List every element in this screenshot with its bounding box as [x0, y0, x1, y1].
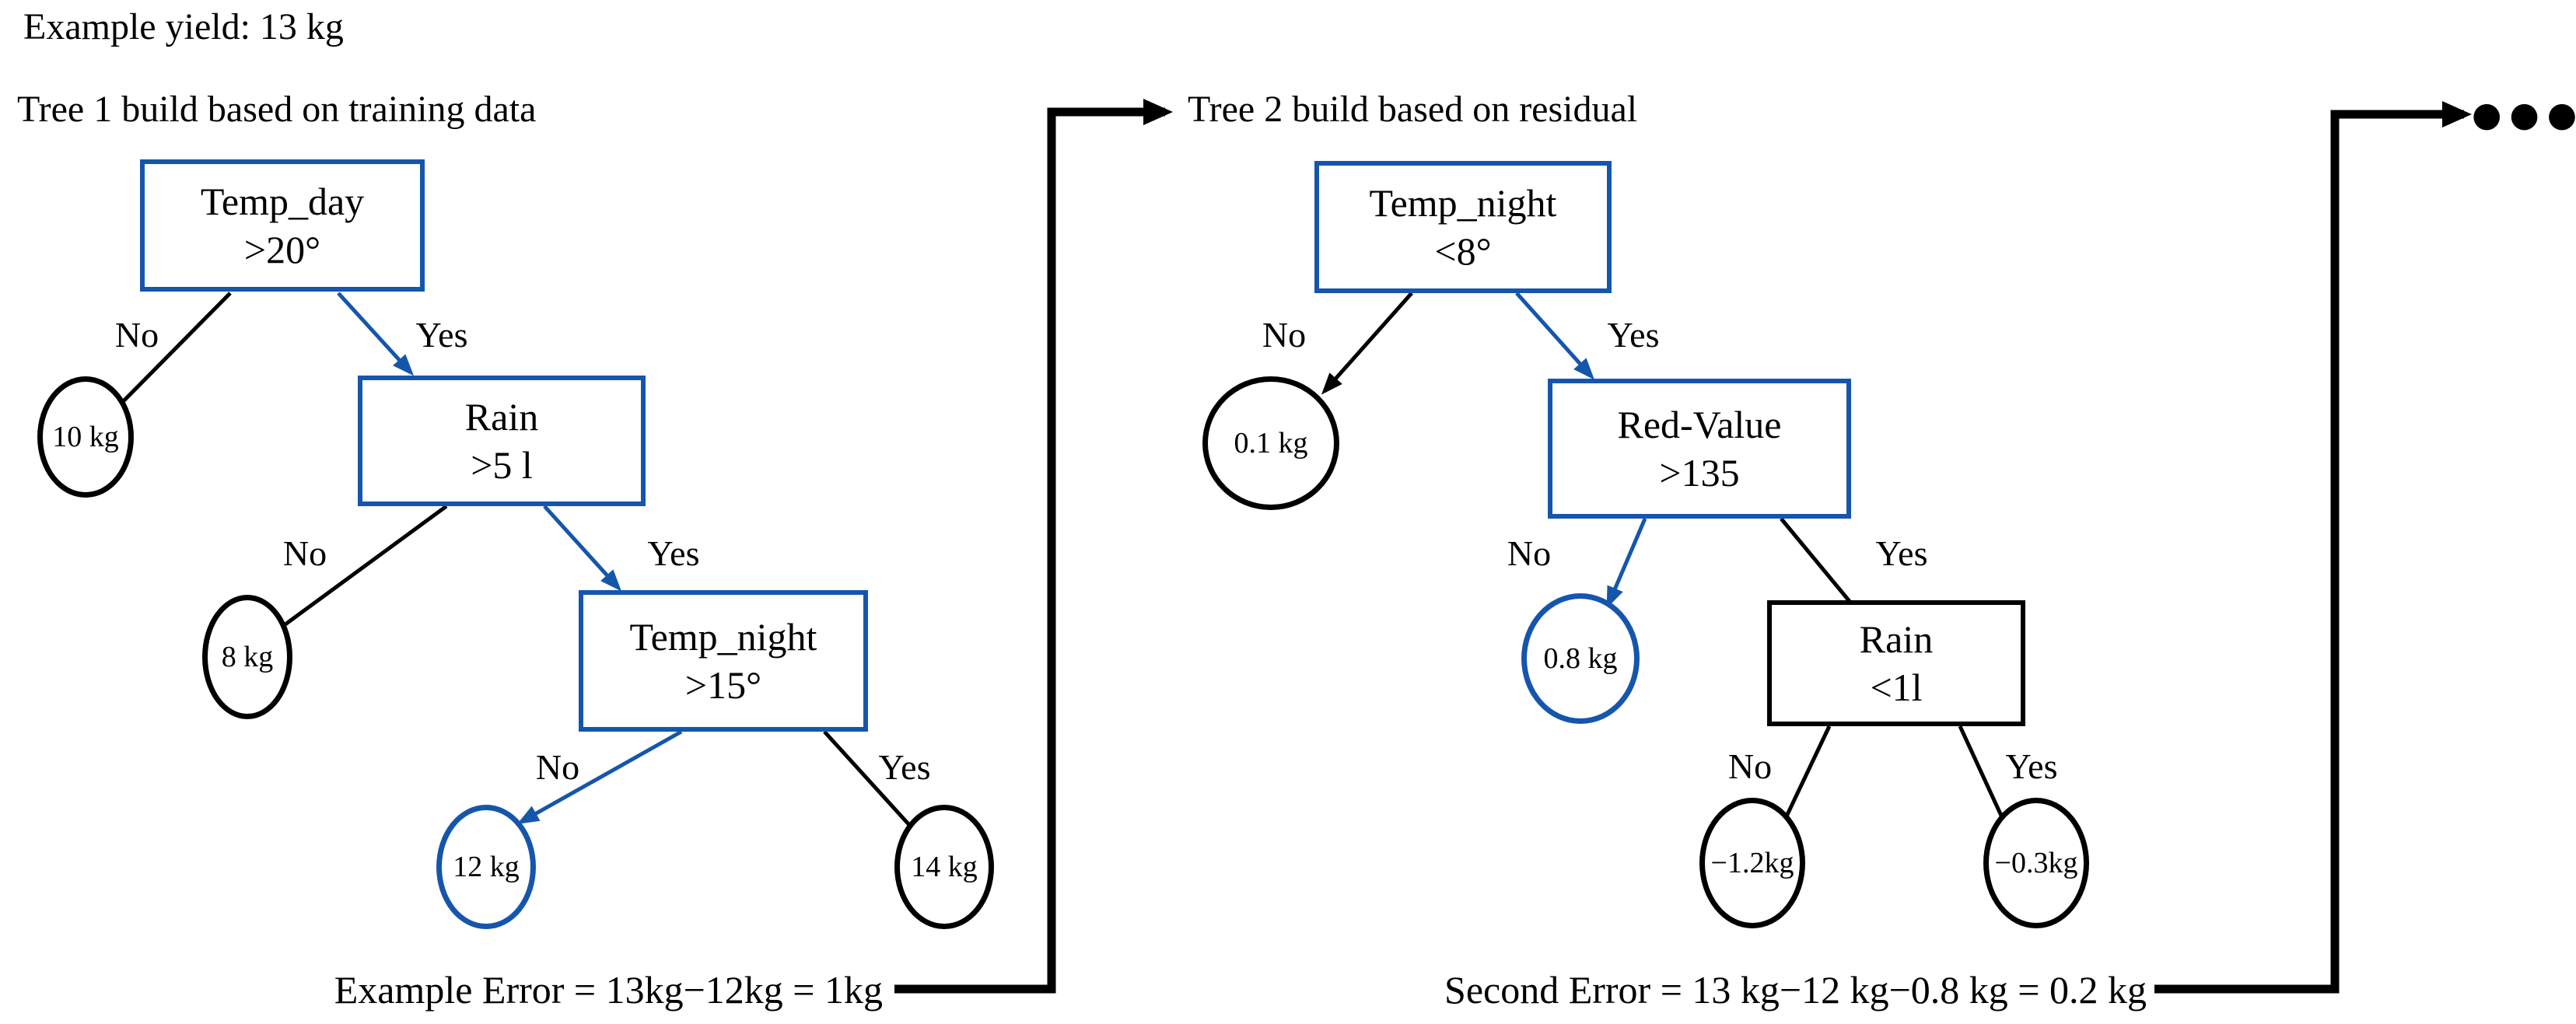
- tree2-root-node: Temp_night <8°: [1314, 161, 1612, 293]
- tree1-rain-yes-label: Yes: [647, 533, 700, 573]
- example-yield-label: Example yield: 13 kg: [23, 6, 344, 47]
- tree2-rain-node: Rain <1l: [1767, 600, 2025, 726]
- tree2-root-threshold: <8°: [1434, 229, 1492, 273]
- tree2-redvalue-node: Red-Value >135: [1548, 379, 1851, 519]
- tree1-tempnight-threshold: >15°: [684, 663, 762, 707]
- tree1-leaf-10kg: 10 kg: [37, 376, 134, 498]
- tree2-title: Tree 2 build based on residual: [1188, 89, 1638, 130]
- tree1-root-no-label: No: [114, 315, 159, 355]
- tree1-leaf-12kg-value: 12 kg: [453, 851, 520, 883]
- tree2-redvalue-feature: Red-Value: [1617, 403, 1782, 446]
- tree1-tempnight-node: Temp_night >15°: [579, 590, 868, 732]
- tree2-edge-root-yes: [1515, 292, 1595, 380]
- tree2-leaf-08kg-value: 0.8 kg: [1543, 642, 1618, 675]
- tree2-rain-yes-label: Yes: [2005, 746, 2058, 786]
- tree1-error-equation: Example Error = 13kg−12kg = 1kg: [334, 968, 883, 1012]
- tree1-leaf-10kg-value: 10 kg: [52, 421, 119, 453]
- tree1-rain-threshold: >5 l: [471, 443, 533, 487]
- tree2-edge-root-no: [1321, 292, 1413, 395]
- tree1-rain-node: Rain >5 l: [358, 376, 646, 506]
- tree1-leaf-12kg-selected: 12 kg: [436, 805, 536, 929]
- tree2-root-feature: Temp_night: [1369, 181, 1557, 225]
- tree2-leaf-01kg: 0.1 kg: [1202, 376, 1339, 510]
- tree2-leaf-neg03kg-value: −0.3kg: [1994, 847, 2078, 879]
- tree1-tempnight-no-label: No: [535, 747, 580, 787]
- tree1-leaf-8kg-value: 8 kg: [221, 641, 274, 673]
- tree1-leaf-8kg: 8 kg: [202, 595, 292, 719]
- tree2-rain-threshold: <1l: [1870, 666, 1923, 709]
- tree2-root-yes-label: Yes: [1607, 315, 1660, 355]
- tree1-root-feature: Temp_day: [200, 180, 365, 223]
- tree1-root-node: Temp_day >20°: [140, 159, 425, 292]
- tree2-leaf-neg12kg-value: −1.2kg: [1710, 847, 1794, 879]
- tree2-leaf-08kg-selected: 0.8 kg: [1521, 593, 1640, 724]
- tree1-title: Tree 1 build based on training data: [17, 89, 537, 130]
- tree2-leaf-neg12kg: −1.2kg: [1699, 798, 1805, 928]
- tree2-rain-no-label: No: [1727, 746, 1773, 786]
- ellipsis-icon: ●●●: [2472, 95, 2576, 135]
- tree2-root-no-label: No: [1262, 315, 1307, 355]
- connector-tree1-to-tree2-arrow: [894, 99, 1173, 994]
- tree2-leaf-neg03kg: −0.3kg: [1983, 798, 2089, 928]
- tree1-rain-feature: Rain: [464, 395, 539, 439]
- tree1-leaf-14kg-value: 14 kg: [911, 851, 978, 883]
- tree2-redvalue-yes-label: Yes: [1875, 533, 1928, 573]
- tree1-tempnight-yes-label: Yes: [878, 747, 931, 787]
- tree2-redvalue-threshold: >135: [1659, 451, 1740, 495]
- tree1-edge-rain-yes: [543, 505, 622, 592]
- tree2-leaf-01kg-value: 0.1 kg: [1234, 427, 1308, 460]
- tree1-root-yes-label: Yes: [415, 315, 468, 355]
- tree1-leaf-14kg: 14 kg: [894, 805, 994, 929]
- tree1-tempnight-feature: Temp_night: [629, 615, 817, 659]
- tree1-edge-rain-no: [255, 504, 448, 648]
- tree2-error-equation: Second Error = 13 kg−12 kg−0.8 kg = 0.2 …: [1444, 968, 2147, 1012]
- tree1-rain-no-label: No: [282, 533, 327, 573]
- tree1-edge-tempnight-no: [516, 729, 683, 824]
- tree1-edge-root-yes: [337, 292, 415, 376]
- tree1-root-threshold: >20°: [243, 228, 321, 271]
- connector-tree2-to-next-arrow: [2154, 101, 2472, 994]
- tree2-edge-redvalue-no: [1606, 518, 1647, 609]
- tree2-redvalue-no-label: No: [1507, 533, 1552, 573]
- tree2-rain-feature: Rain: [1859, 617, 1934, 661]
